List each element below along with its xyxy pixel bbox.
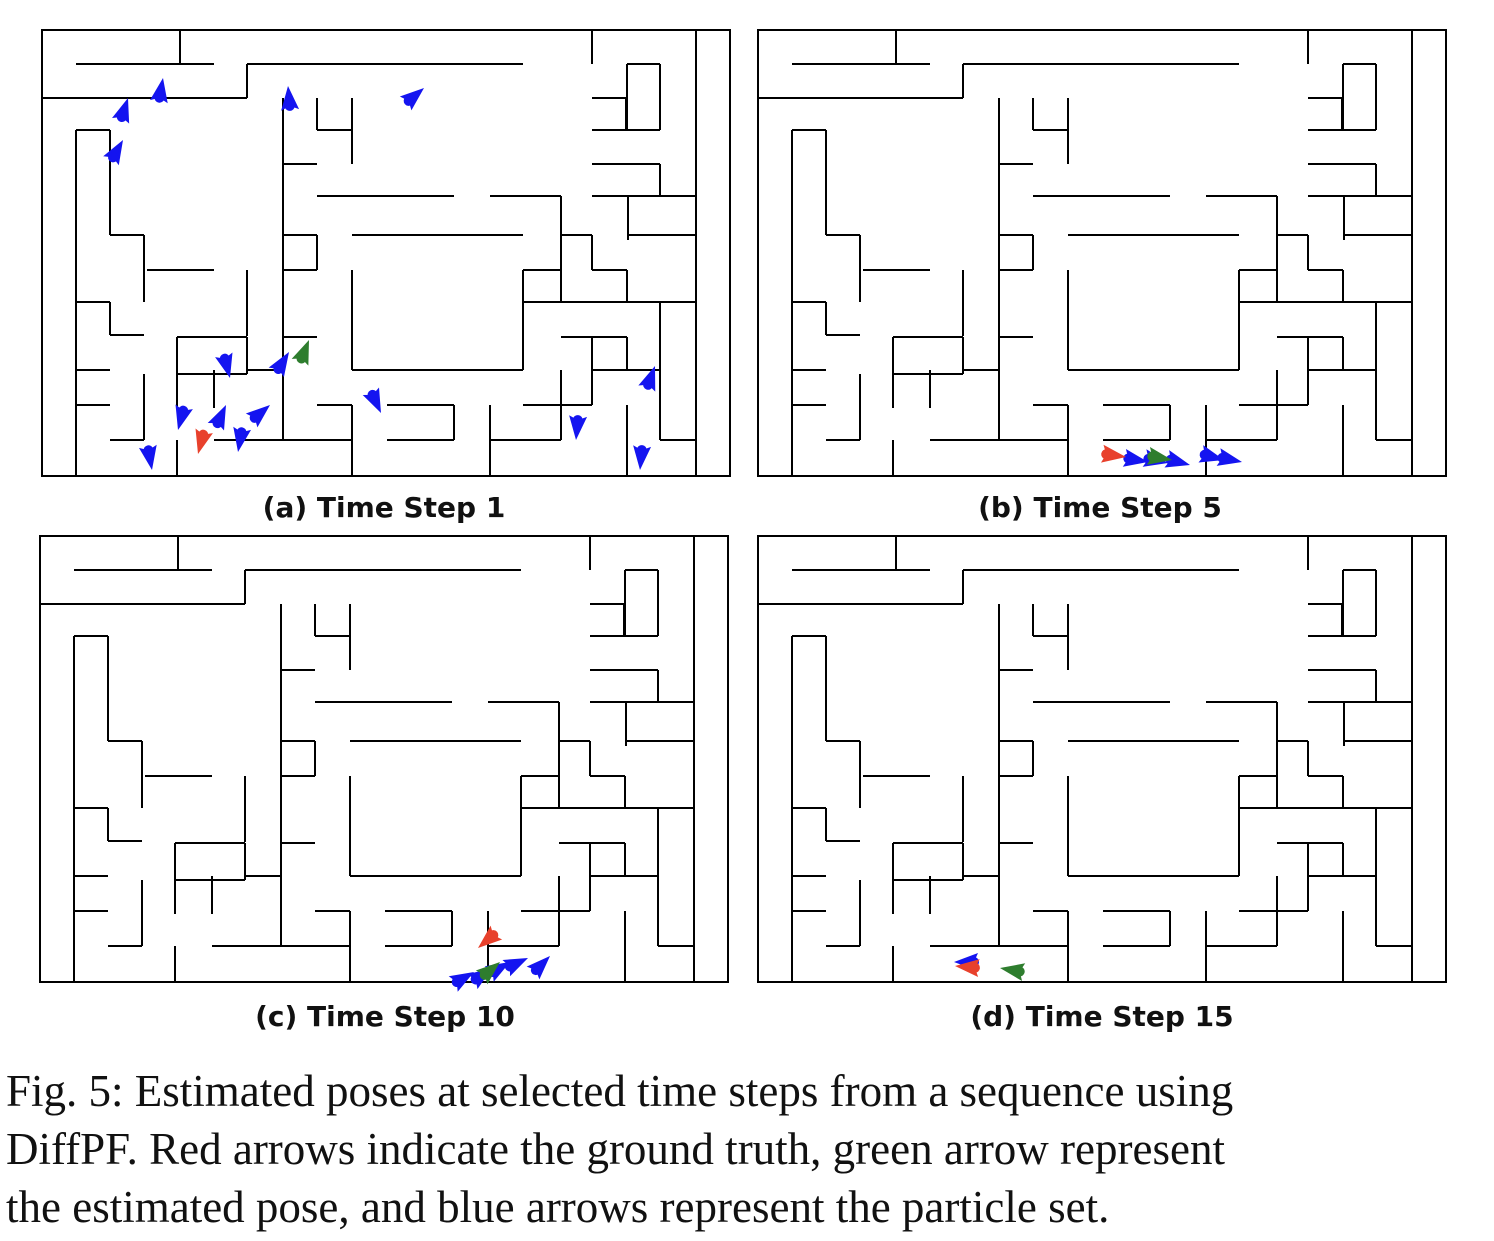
particles-c (447, 949, 557, 993)
panel-b: (b) Time Step 5 (757, 29, 1447, 524)
ground-truth-a (189, 427, 214, 457)
maze-d (757, 535, 1447, 983)
figure-panels: (a) Time Step 1 (b) Time Step 5 (39, 29, 1447, 1033)
panel-c: (c) Time Step 10 (39, 535, 729, 1033)
panel-label-a: (a) Time Step 1 (263, 491, 506, 524)
maze-a (41, 29, 731, 477)
panel-label-d: (d) Time Step 15 (970, 1000, 1233, 1033)
panel-a: (a) Time Step 1 (41, 29, 731, 524)
caption-line: DiffPF. Red arrows indicate the ground t… (6, 1124, 1225, 1174)
panel-label-b: (b) Time Step 5 (978, 491, 1222, 524)
maze-c (39, 535, 729, 983)
panel-d: (d) Time Step 15 (757, 535, 1447, 1033)
panel-label-c: (c) Time Step 10 (255, 1000, 515, 1033)
particles-b (1121, 444, 1244, 474)
caption-line: the estimated pose, and blue arrows repr… (6, 1182, 1110, 1232)
particles-a (102, 76, 664, 472)
figure-caption: Fig. 5: Estimated poses at selected time… (6, 1062, 1482, 1236)
ground-truth-b (1099, 444, 1128, 466)
estimate-d (998, 959, 1027, 982)
estimate-a (291, 336, 318, 367)
caption-line: Fig. 5: Estimated poses at selected time… (6, 1066, 1234, 1116)
maze-b (757, 29, 1447, 477)
